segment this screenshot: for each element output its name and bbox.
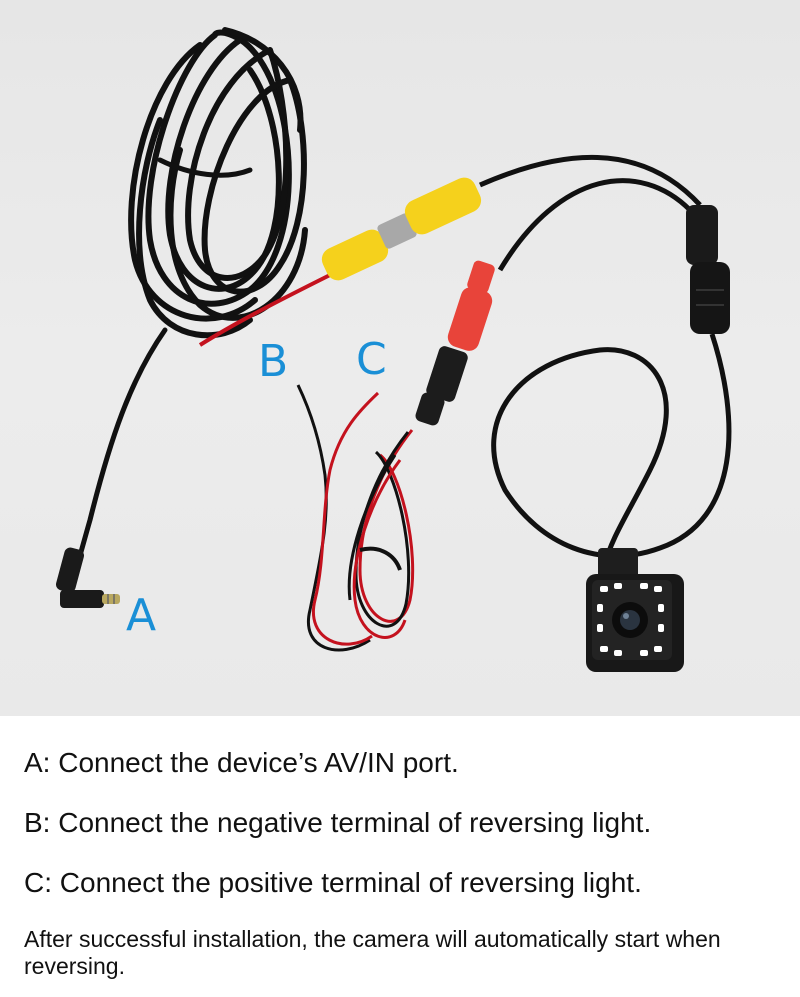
- camera-cable: [491, 333, 732, 566]
- installation-note: After successful installation, the camer…: [24, 926, 721, 979]
- legend-line-a: A: Connect the device’s AV/IN port.: [24, 747, 459, 778]
- wiring-legend: A: Connect the device’s AV/IN port. B: C…: [0, 716, 800, 980]
- yellow-rca-connector: [321, 177, 482, 281]
- coiled-video-cable: [128, 27, 308, 339]
- camera-body: [586, 548, 684, 672]
- callout-label-c: C: [356, 334, 387, 385]
- product-photo: A B C: [0, 0, 800, 716]
- camera-wiring-illustration: [55, 27, 732, 672]
- callout-label-a: A: [126, 590, 157, 641]
- legend-line-b: B: Connect the negative terminal of reve…: [24, 807, 652, 838]
- wire-b: [296, 384, 371, 652]
- callout-label-b: B: [258, 336, 289, 387]
- av-cable: [69, 327, 168, 583]
- led-ring: [597, 583, 664, 656]
- wire-c: [311, 391, 380, 646]
- power-link-cable: [497, 178, 692, 272]
- legend-line-c: C: Connect the positive terminal of reve…: [24, 867, 642, 898]
- av-plug: [55, 547, 120, 608]
- coil-red-wire: [198, 273, 331, 347]
- red-rca-connector: [415, 260, 495, 426]
- coiled-power-wire: [347, 429, 415, 639]
- inline-connector: [686, 205, 730, 334]
- video-link-cable: [478, 154, 702, 207]
